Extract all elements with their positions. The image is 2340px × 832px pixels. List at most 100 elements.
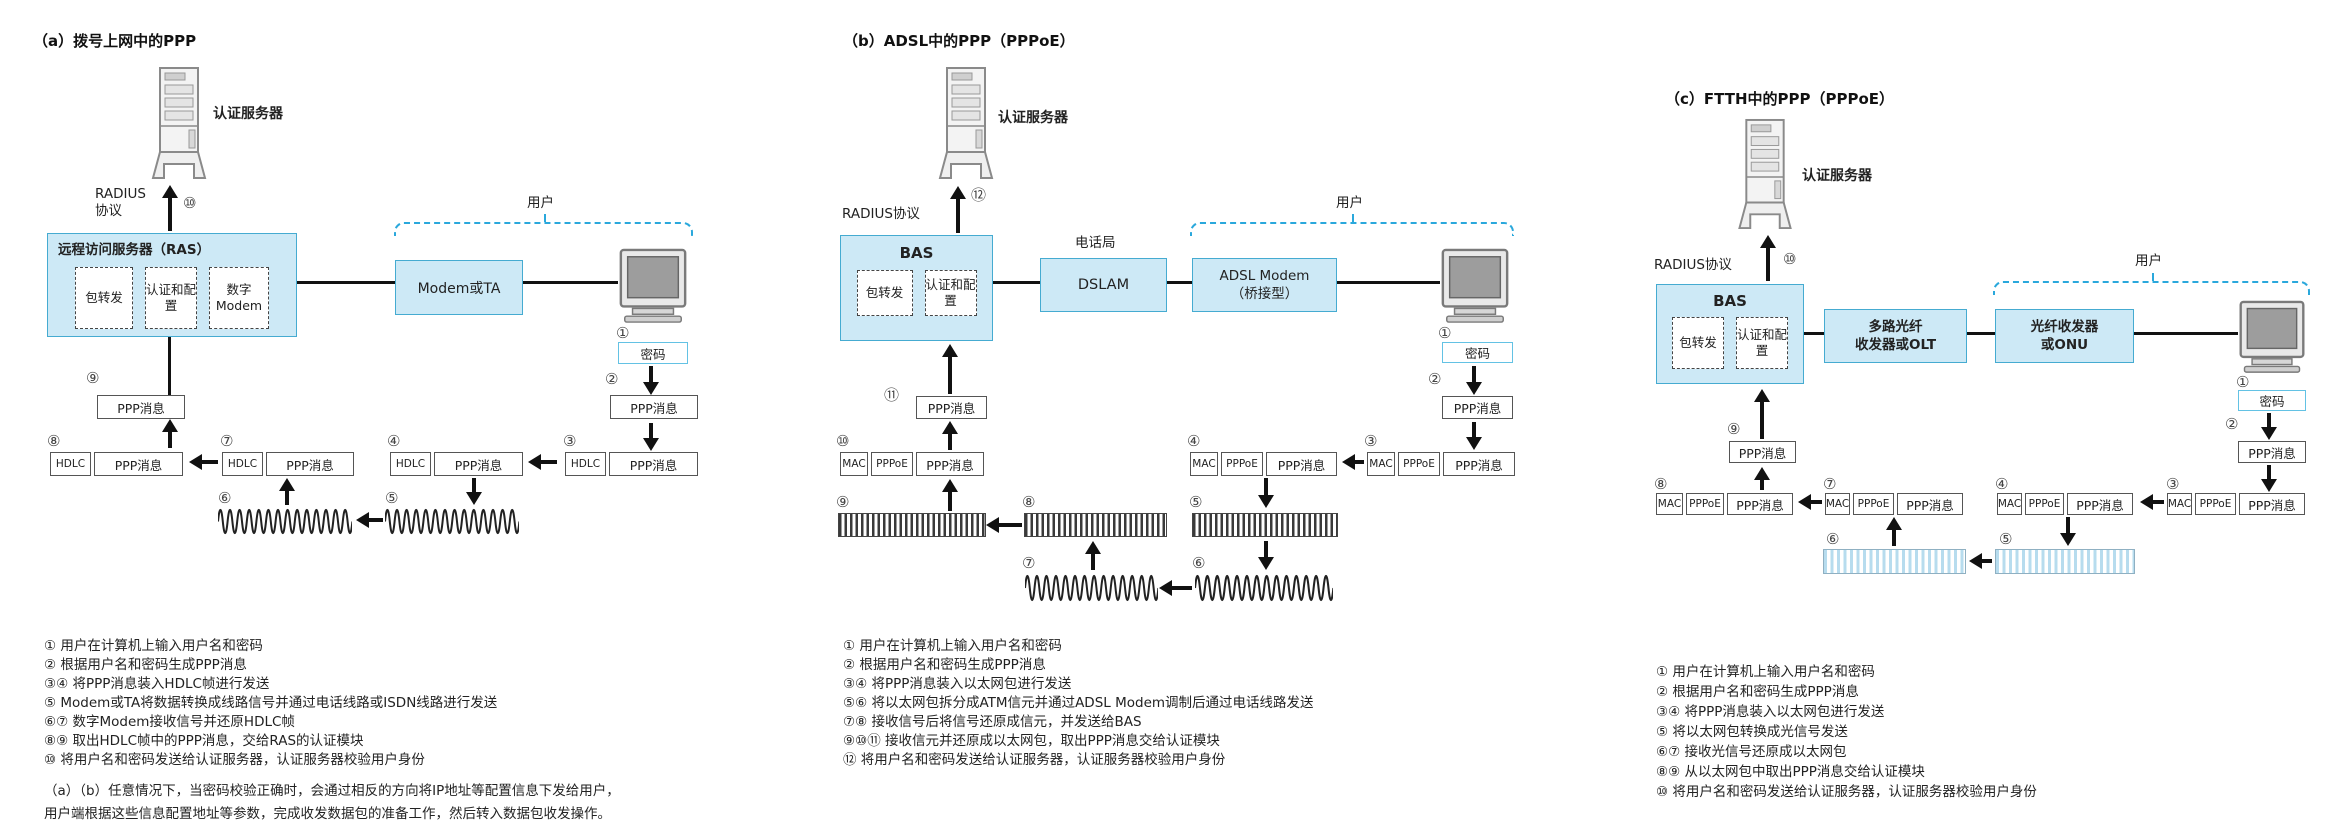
arrow-bas-to-auth-server xyxy=(1766,248,1770,281)
digital-modem-line1: 数字 xyxy=(226,282,252,298)
user-computer-icon xyxy=(1440,248,1510,324)
line-signal-wave xyxy=(385,508,519,535)
step-mark-6: ⑥ xyxy=(1192,554,1206,572)
radius-protocol-label: RADIUS协议 xyxy=(1654,257,1732,273)
radius-protocol-label: RADIUS 协议 xyxy=(95,186,146,220)
line-onu-to-computer xyxy=(2134,332,2238,335)
footnote-line: ② 根据用户名和密码生成PPP消息 xyxy=(843,657,1046,673)
step-mark-8: ⑧ xyxy=(47,432,61,450)
step-mark-2: ② xyxy=(605,370,619,388)
ethernet-frame: MAC PPPoE PPP消息 xyxy=(1825,493,1963,515)
line-ppp-to-ras xyxy=(168,337,171,395)
mac-cell: MAC xyxy=(1656,493,1683,515)
note-line: 用户端根据这些信息配置地址等参数，完成收发数据包的准备工作，然后转入数据包收发操… xyxy=(44,806,611,822)
ppp-cell: PPP消息 xyxy=(609,452,698,476)
module-packet-forwarding: 包转发 xyxy=(1672,317,1724,369)
step-mark-5: ⑤ xyxy=(1999,530,2013,548)
ethernet-frame: MAC PPPoE PPP消息 xyxy=(1997,493,2133,515)
panel-a-title: （a）拨号上网中的PPP xyxy=(33,32,197,50)
line-signal-wave xyxy=(1025,574,1158,602)
ppp-cell: PPP消息 xyxy=(2067,493,2133,515)
arrow-password-to-ppp xyxy=(649,366,653,382)
ppp-message-box: PPP消息 xyxy=(610,395,698,419)
radius-line1: RADIUS xyxy=(95,186,146,202)
ethernet-frame: MAC PPPoE PPP消息 xyxy=(2167,493,2305,515)
mac-cell: MAC xyxy=(1190,452,1218,476)
footnote-line: ⑩ 将用户名和密码发送给认证服务器，认证服务器校验用户身份 xyxy=(44,752,425,768)
phone-office-label: 电话局 xyxy=(1075,235,1116,251)
panel-c-footnotes: ① 用户在计算机上输入用户名和密码 ② 根据用户名和密码生成PPP消息 ③④ 将… xyxy=(1656,662,2037,802)
olt-box: 多路光纤 收发器或OLT xyxy=(1824,309,1967,363)
optical-signal-bar xyxy=(1995,549,2135,574)
arrow-frame-left xyxy=(2153,500,2164,504)
footnote-line: ⑩ 将用户名和密码发送给认证服务器，认证服务器校验用户身份 xyxy=(1656,784,2037,800)
line-bas-to-dslam xyxy=(993,281,1040,284)
mac-cell: MAC xyxy=(2167,493,2192,515)
password-box: 密码 xyxy=(618,342,688,364)
atm-cells-bar xyxy=(1024,513,1167,537)
ppp-message-box: PPP消息 xyxy=(97,395,185,419)
ethernet-frame: MAC PPPoE PPP消息 xyxy=(840,452,984,476)
footnote-line: ⑤ 将以太网包转换成光信号发送 xyxy=(1656,724,1848,740)
step-mark-2: ② xyxy=(1428,370,1442,388)
hdlc-frame: HDLC PPP消息 xyxy=(390,452,523,476)
step-mark-5: ⑤ xyxy=(1189,493,1203,511)
user-bracket xyxy=(1993,273,2310,295)
arrow-password-to-ppp xyxy=(2267,413,2271,427)
footnote-line: ① 用户在计算机上输入用户名和密码 xyxy=(1656,664,1875,680)
pppoe-cell: PPPoE xyxy=(2025,493,2064,515)
ppp-cell: PPP消息 xyxy=(266,452,354,476)
step-mark-3: ③ xyxy=(563,432,577,450)
atm-cells-bar xyxy=(1192,513,1338,537)
auth-server-label: 认证服务器 xyxy=(213,106,283,122)
auth-server-label: 认证服务器 xyxy=(998,110,1068,126)
footnote-line: ② 根据用户名和密码生成PPP消息 xyxy=(1656,684,1859,700)
arrow-signal-to-cells xyxy=(1091,554,1095,570)
password-box: 密码 xyxy=(1442,342,1513,363)
arrow-ras-to-auth-server xyxy=(168,198,172,231)
line-modem-to-computer xyxy=(523,281,618,284)
ras-title: 远程访问服务器（RAS） xyxy=(58,242,211,258)
arrow-frame-to-ppp xyxy=(948,434,952,450)
step-mark-9: ⑨ xyxy=(86,369,100,387)
ppp-cell: PPP消息 xyxy=(1266,452,1337,476)
arrow-frame-to-ppp xyxy=(168,432,172,448)
user-label: 用户 xyxy=(2135,253,2162,269)
hdlc-frame: HDLC PPP消息 xyxy=(222,452,354,476)
dslam-label: DSLAM xyxy=(1077,277,1130,293)
hdlc-cell: HDLC xyxy=(50,452,91,476)
ethernet-frame: MAC PPPoE PPP消息 xyxy=(1190,452,1337,476)
footnote-line: ② 根据用户名和密码生成PPP消息 xyxy=(44,657,247,673)
footnote-line: ⑦⑧ 接收信号后将信号还原成信元，并发送给BAS xyxy=(843,714,1142,730)
module-auth-config: 认证和配置 xyxy=(1736,317,1788,369)
footnote-line: ⑤⑥ 将以太网包拆分成ATM信元并通过ADSL Modem调制后通过电话线路发送 xyxy=(843,695,1314,711)
footnote-line: ⑥⑦ 数字Modem接收信号并还原HDLC帧 xyxy=(44,714,295,730)
step-mark-12: ⑫ xyxy=(971,186,987,204)
panel-c-title: （c）FTTH中的PPP（PPPoE） xyxy=(1665,90,1895,108)
arrow-cells-to-signal xyxy=(1264,541,1268,557)
adsl-modem-line2: （桥接型） xyxy=(1230,286,1299,302)
step-mark-4: ④ xyxy=(387,432,401,450)
onu-line1: 光纤收发器 xyxy=(2030,319,2099,335)
module-packet-forwarding: 包转发 xyxy=(856,270,913,316)
step-mark-10: ⑩ xyxy=(836,432,850,450)
modem-or-ta-box: Modem或TA xyxy=(395,260,523,315)
step-mark-2: ② xyxy=(2225,415,2239,433)
step-mark-6: ⑥ xyxy=(218,489,232,507)
pppoe-cell: PPPoE xyxy=(2195,493,2236,515)
auth-server-label: 认证服务器 xyxy=(1802,168,1872,184)
arrow-frame-to-optical xyxy=(2066,517,2070,533)
step-mark-3: ③ xyxy=(1364,432,1378,450)
bas-title: BAS xyxy=(1713,292,1747,310)
ppp-message-box: PPP消息 xyxy=(1442,396,1513,419)
step-mark-7: ⑦ xyxy=(1022,554,1036,572)
bas-modules: 包转发 认证和配置 xyxy=(1657,317,1803,369)
note-line: （a）（b）任意情况下，当密码校验正确时，会通过相反的方向将IP地址等配置信息下… xyxy=(44,783,620,799)
step-mark-10: ⑩ xyxy=(183,194,197,212)
arrow-frame-left xyxy=(1811,500,1822,504)
panel-b-title: （b）ADSL中的PPP（PPPoE） xyxy=(843,32,1075,50)
auth-server-icon xyxy=(150,66,208,182)
line-olt-to-onu xyxy=(1967,332,1995,335)
olt-line2: 收发器或OLT xyxy=(1854,337,1937,353)
